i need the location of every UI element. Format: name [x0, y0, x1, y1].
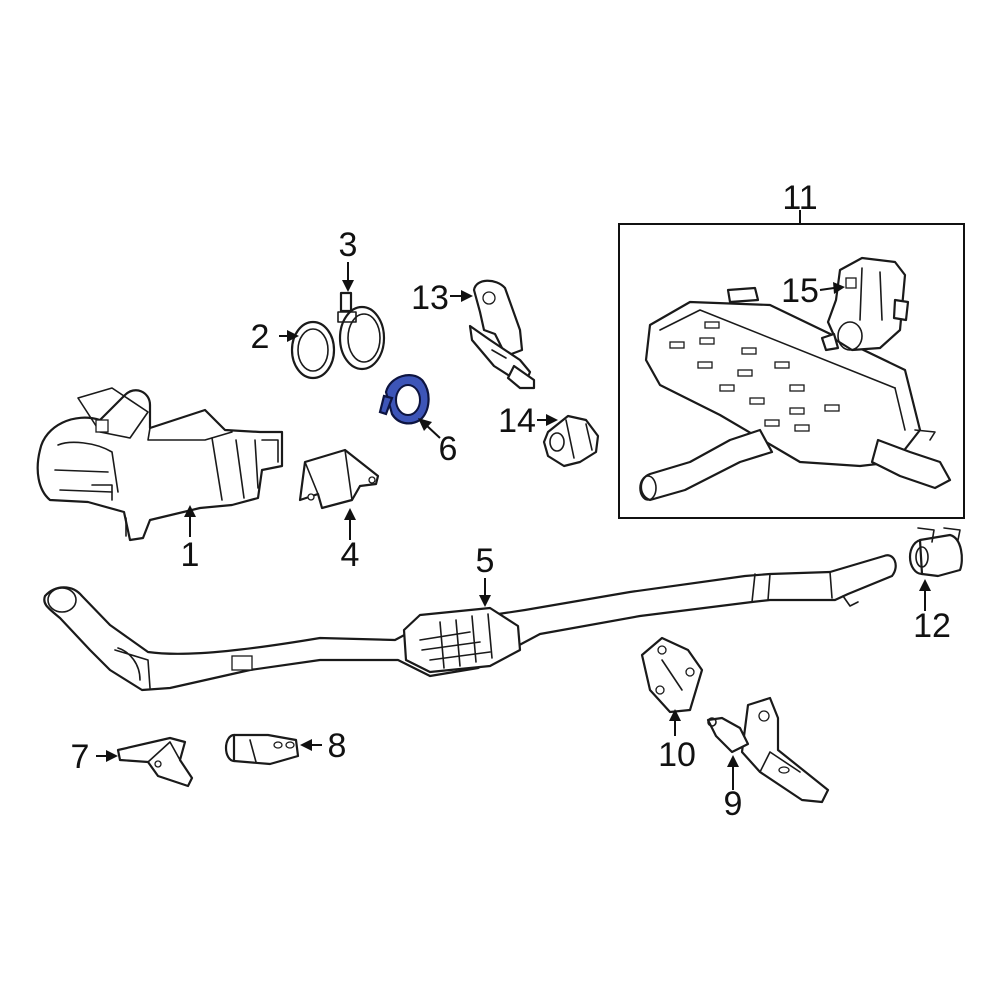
- callout-10: 10: [658, 736, 696, 774]
- part-12-clamp[interactable]: [908, 527, 963, 578]
- callout-2: 2: [251, 318, 270, 356]
- part-9-hanger-bracket[interactable]: [706, 696, 830, 804]
- callout-6: 6: [439, 430, 458, 468]
- callout-12: 12: [913, 607, 951, 645]
- part-14-insulator[interactable]: [542, 414, 600, 468]
- callout-1: 1: [181, 536, 200, 574]
- part-15-sensor[interactable]: [820, 256, 910, 352]
- part-11-group-box: [618, 223, 965, 519]
- part-6-gasket-highlighted[interactable]: [378, 374, 430, 425]
- part-5-intermediate-pipe[interactable]: [43, 554, 897, 692]
- callout-9: 9: [724, 785, 743, 823]
- part-13-hanger-mount[interactable]: [468, 279, 536, 390]
- callout-5: 5: [476, 542, 495, 580]
- part-2-gasket[interactable]: [290, 320, 336, 380]
- callout-15: 15: [781, 272, 819, 310]
- callout-7: 7: [71, 738, 90, 776]
- muffler-slots: [669, 321, 840, 432]
- part-7-bracket[interactable]: [116, 736, 194, 788]
- part-4-bracket[interactable]: [298, 448, 380, 510]
- part-3-clamp[interactable]: [337, 291, 386, 371]
- callout-11: 11: [782, 179, 817, 217]
- part-10-plate[interactable]: [640, 636, 704, 714]
- callout-8: 8: [328, 727, 347, 765]
- part-8-hanger[interactable]: [224, 733, 300, 766]
- callout-3: 3: [339, 226, 358, 264]
- part-1-converter-assembly[interactable]: [36, 387, 284, 542]
- callout-4: 4: [341, 536, 360, 574]
- callout-14: 14: [498, 402, 536, 440]
- callout-labels: 1 2 3 4 5 6 7 8 9 10 11 12 13 14 15: [71, 179, 951, 823]
- leader-lines: [96, 210, 931, 790]
- part-11-muffler[interactable]: [639, 286, 952, 502]
- callout-13: 13: [411, 279, 449, 317]
